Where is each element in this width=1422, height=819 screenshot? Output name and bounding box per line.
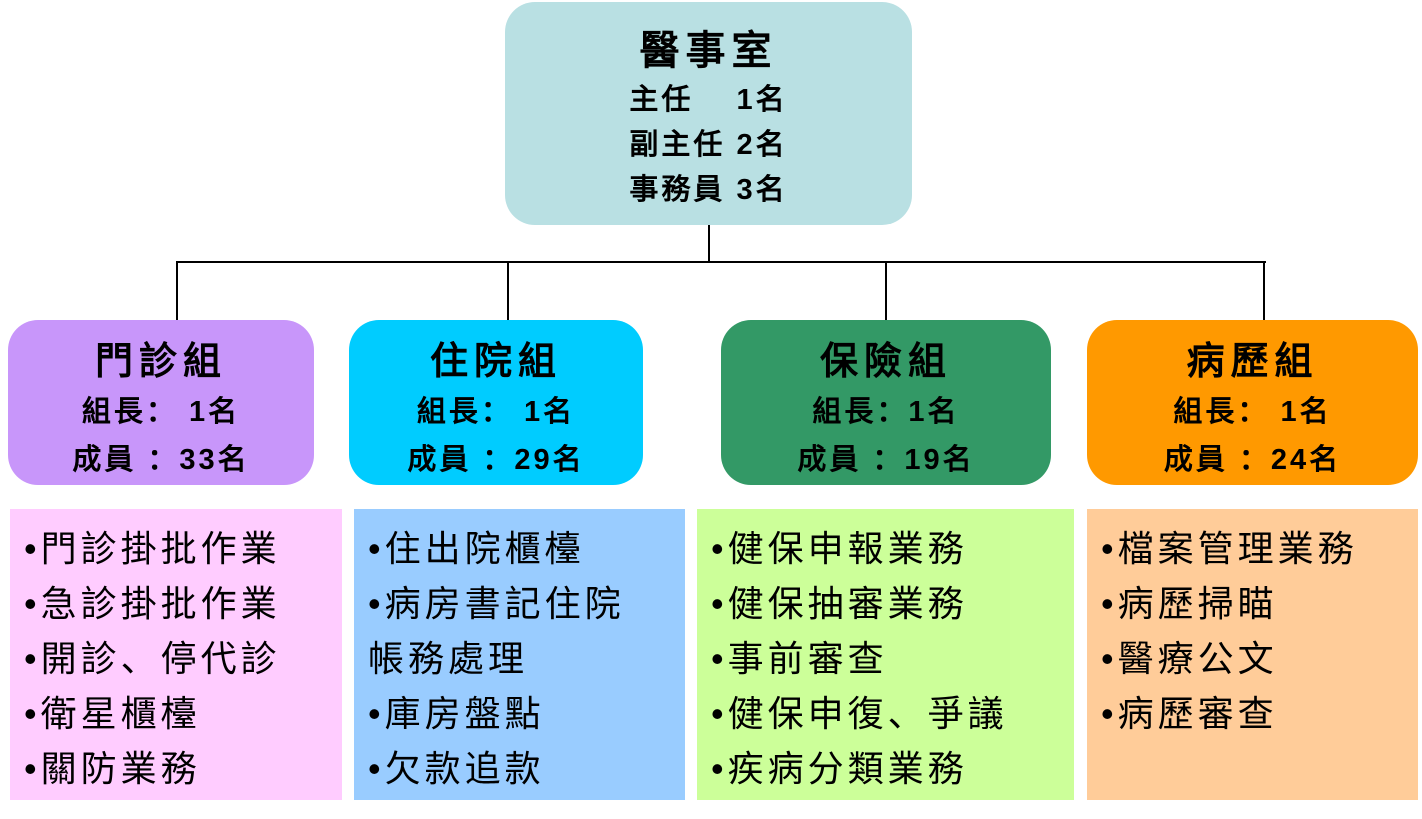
group-title: 門診組 (94, 341, 227, 383)
connector-4 (1263, 261, 1265, 320)
group-members: 成員 ：29名 (407, 444, 585, 476)
connector-horizontal (176, 261, 1266, 263)
task-item: 帳務處理 (368, 638, 529, 679)
task-item: •庫房盤點 (368, 693, 545, 734)
group-leader: 組長： 1名 (1173, 396, 1332, 428)
group-members: 成員 ：19名 (797, 444, 975, 476)
task-item: •關防業務 (24, 748, 201, 789)
task-item: •病房書記住院 (368, 583, 625, 624)
group-title: 住院組 (429, 341, 562, 383)
group-leader: 組長： 1名 (416, 396, 576, 428)
group-members: 成員 ：33名 (72, 444, 250, 476)
task-item: •衛星櫃檯 (24, 693, 201, 734)
group-node-insurance: 保險組 組長：1名 成員 ：19名 (721, 320, 1051, 485)
task-item: •健保申報業務 (711, 528, 968, 569)
root-line: 副主任 2名 (629, 129, 788, 161)
group-members: 成員 ：24名 (1163, 444, 1342, 476)
root-line: 主任 1名 (629, 84, 788, 116)
group-node-outpatient: 門診組 組長： 1名 成員 ：33名 (8, 320, 314, 485)
task-item: •事前審查 (711, 638, 888, 679)
task-list-insurance: •健保申報業務 •健保抽審業務 •事前審查 •健保申復、爭議 •疾病分類業務 (697, 509, 1074, 800)
task-item: •醫療公文 (1101, 638, 1278, 679)
task-item: •急診掛批作業 (24, 583, 281, 624)
group-node-inpatient: 住院組 組長： 1名 成員 ：29名 (349, 320, 643, 485)
task-item: •病歷審查 (1101, 693, 1278, 734)
task-item: •疾病分類業務 (711, 748, 968, 789)
group-leader: 組長： 1名 (81, 396, 241, 428)
task-item: •健保抽審業務 (711, 583, 968, 624)
task-list-inpatient: •住出院櫃檯 •病房書記住院 帳務處理 •庫房盤點 •欠款追款 (354, 509, 685, 800)
task-item: •健保申復、爭議 (711, 693, 1008, 734)
connector-3 (885, 261, 887, 320)
root-title: 醫事室 (639, 29, 778, 73)
task-item: •病歷掃瞄 (1101, 583, 1278, 624)
task-item: •欠款追款 (368, 748, 545, 789)
task-item: •住出院櫃檯 (368, 528, 585, 569)
group-title: 保險組 (819, 341, 952, 383)
task-item: •門診掛批作業 (24, 528, 281, 569)
group-leader: 組長：1名 (812, 396, 960, 428)
task-item: •檔案管理業務 (1101, 528, 1358, 569)
connector-1 (176, 261, 178, 320)
root-node: 醫事室 主任 1名 副主任 2名 事務員 3名 (505, 2, 912, 225)
task-list-records: •檔案管理業務 •病歷掃瞄 •醫療公文 •病歷審查 (1087, 509, 1418, 800)
connector-top (708, 225, 710, 263)
group-node-records: 病歷組 組長： 1名 成員 ：24名 (1087, 320, 1418, 485)
connector-2 (507, 261, 509, 320)
group-title: 病歷組 (1186, 341, 1319, 383)
task-item: •開診、停代診 (24, 638, 281, 679)
task-list-outpatient: •門診掛批作業 •急診掛批作業 •開診、停代診 •衛星櫃檯 •關防業務 (10, 509, 342, 800)
root-line: 事務員 3名 (629, 174, 788, 206)
